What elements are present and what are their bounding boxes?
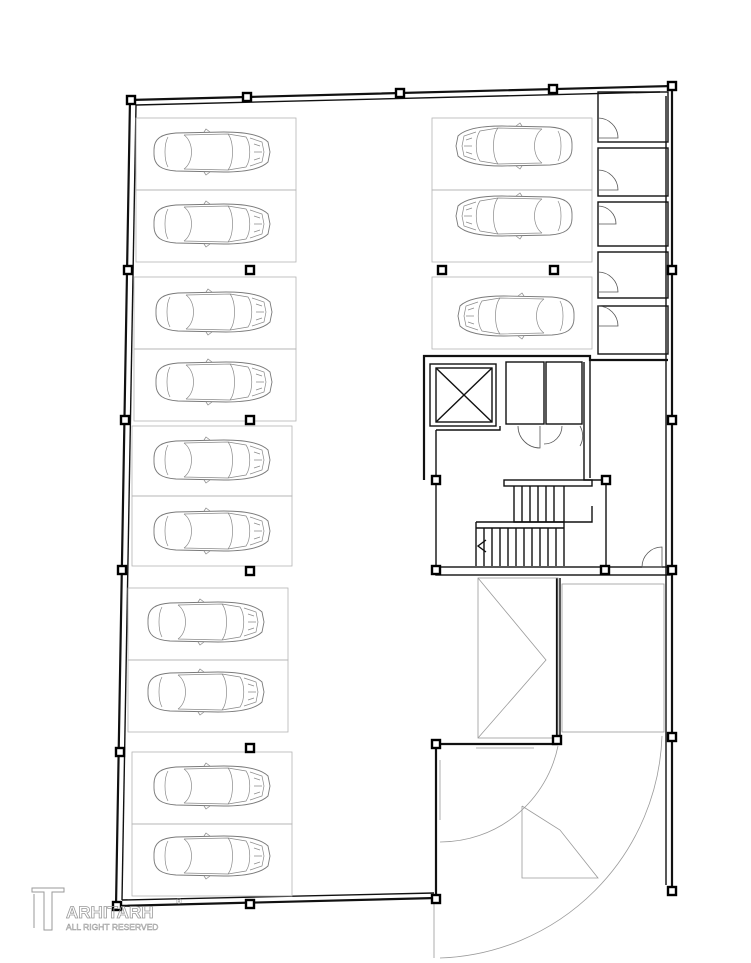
car-icon	[147, 598, 265, 646]
car-icon	[153, 436, 271, 484]
parked-cars	[147, 122, 575, 880]
car-icon	[153, 507, 271, 555]
car-icon	[153, 200, 271, 248]
building-core	[422, 354, 671, 576]
car-icon	[153, 128, 271, 176]
watermark-brand: ARHITARH	[66, 903, 154, 922]
car-icon	[455, 192, 573, 240]
car-icon	[153, 832, 271, 880]
parking-bays-right	[431, 117, 593, 350]
car-icon	[153, 762, 271, 810]
parking-bays-left	[127, 117, 297, 897]
structural-columns	[111, 80, 678, 912]
elevator-shaft	[435, 367, 493, 423]
watermark-tagline: ALL RIGHT RESERVED	[66, 922, 158, 932]
ramp-and-entrance	[433, 577, 665, 959]
car-icon	[457, 292, 575, 340]
arhitarh-logo: ARHITARH ® ALL RIGHT RESERVED	[31, 887, 182, 932]
car-icon	[155, 358, 273, 406]
staircase	[475, 479, 593, 566]
storage-rooms	[597, 91, 669, 355]
car-icon	[147, 668, 265, 716]
car-icon	[455, 122, 573, 170]
car-icon	[155, 288, 273, 336]
registered-mark: ®	[176, 897, 182, 906]
